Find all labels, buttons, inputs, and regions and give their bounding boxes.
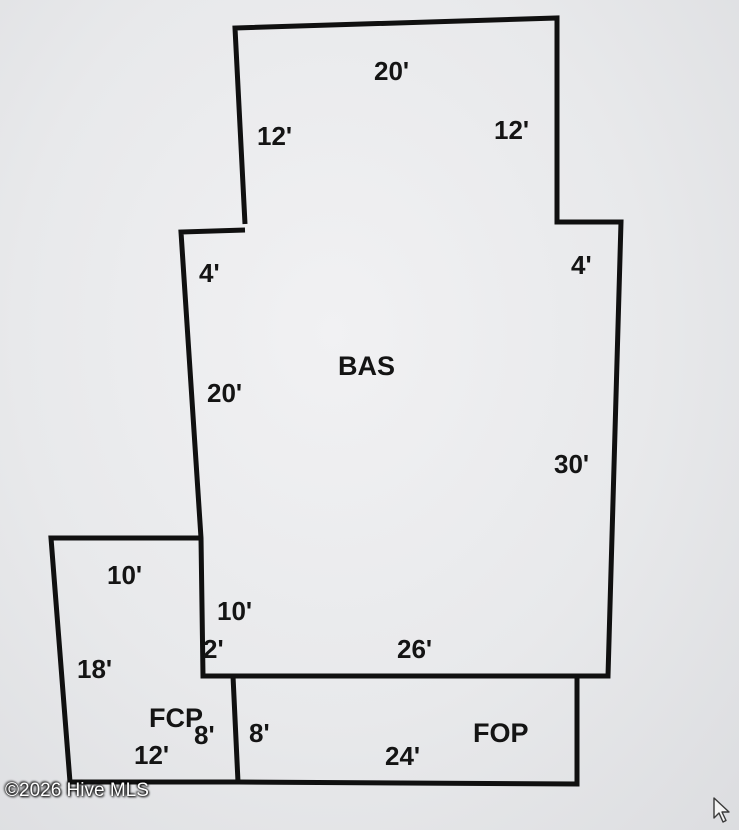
area-label-bas: BAS (338, 351, 396, 381)
dimension-fcp-right: 8' (194, 720, 215, 750)
bas-outline (178, 15, 624, 679)
dimension-fcp-top: 10' (107, 560, 143, 590)
dimension-bas-bottom: 26' (397, 634, 433, 664)
fop-outline (233, 673, 580, 787)
dimension-fcp-left: 18' (77, 654, 113, 684)
dimension-bas-right-side: 30' (554, 449, 590, 479)
dimension-fcp-bottom: 12' (134, 740, 170, 770)
fcp-outline (48, 535, 241, 785)
dimension-bas-upper-right: 12' (494, 115, 530, 145)
area-label-fop: FOP (473, 718, 529, 748)
dimension-bas-right-step: 4' (571, 250, 592, 280)
mouse-pointer-icon (713, 797, 730, 823)
dimension-bas-lower-left: 10' (217, 596, 253, 626)
dimension-bas-left-step: 4' (199, 258, 220, 288)
area-label-fcp: FCP (149, 703, 203, 733)
dimension-bas-top: 20' (374, 56, 410, 86)
dimension-fop-bottom: 24' (385, 741, 421, 771)
dimension-fop-left: 8' (249, 718, 270, 748)
dimension-bas-notch: 2' (203, 634, 224, 664)
dimension-bas-upper-left: 12' (257, 121, 293, 151)
dimension-bas-left-side: 20' (207, 378, 243, 408)
copyright-watermark: ©2026 Hive MLS (5, 780, 149, 801)
